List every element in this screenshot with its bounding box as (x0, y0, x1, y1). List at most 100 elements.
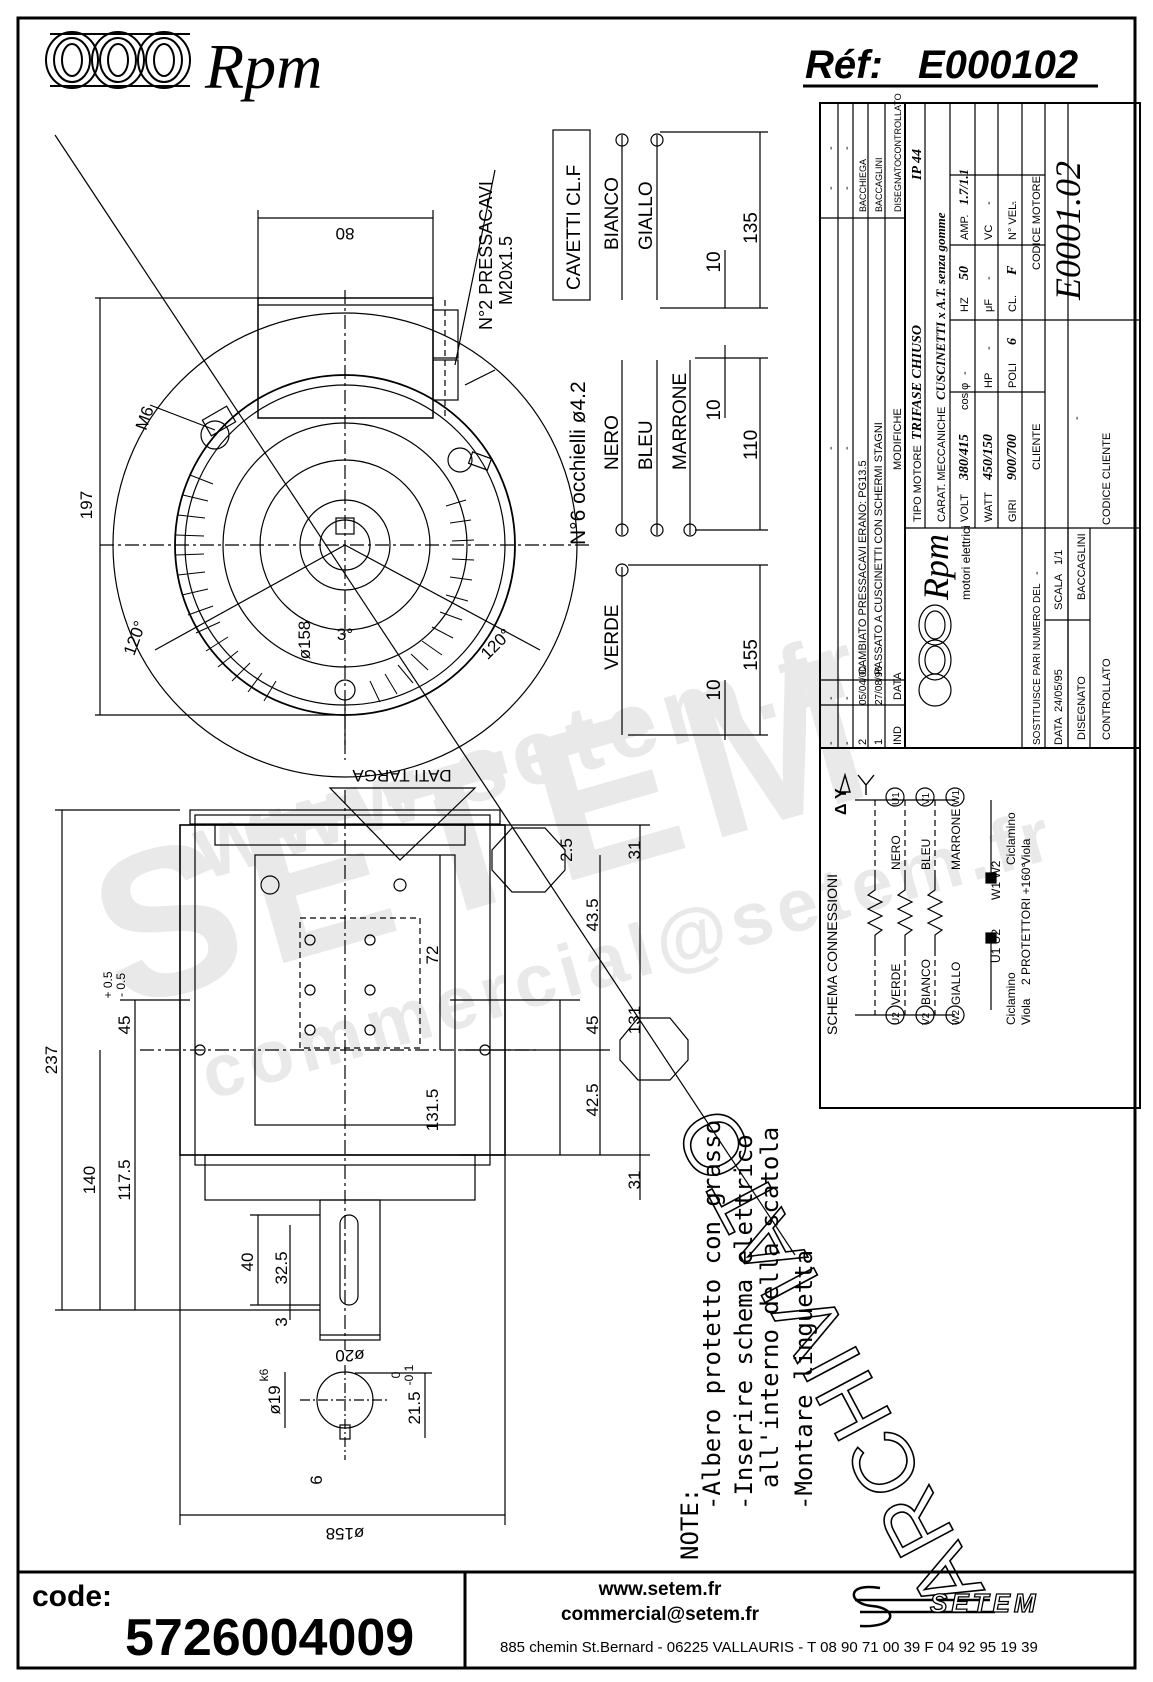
codice-motore-value: E0001.02 (1048, 161, 1088, 301)
rev-row-1-data: - (841, 696, 853, 700)
terminal-v2-icon (915, 1005, 935, 1025)
coil-logo-icon (45, 31, 191, 89)
dim-120-left: 120° (120, 618, 150, 658)
rpm-logo: Rpm (45, 31, 322, 102)
rev-row-1-text: - (841, 446, 853, 450)
dim-21-5-tol-0: 0 (389, 1371, 403, 1378)
vc-label: VC (983, 225, 995, 240)
dim-19-tol: k6 (257, 1368, 271, 1381)
connection-schema-text: SCHEMA CONNESSIONI Δ Y VERDE BIANCO GIAL… (824, 788, 1033, 1035)
schema-right-label-2: BLEU (919, 839, 933, 870)
schema-left-label-2: BIANCO (919, 959, 933, 1005)
rev-row-1-ind: - (841, 741, 853, 745)
footer-address: 885 chemin St.Bernard - 06225 VALLAURIS … (500, 1639, 1038, 1656)
uf-label: μF (983, 299, 995, 312)
dim-19: ø19 (265, 1385, 284, 1414)
schema-viola-left: Viola (1019, 998, 1033, 1025)
dim-31-b: 31 (625, 1171, 644, 1190)
dim-31-a: 31 (625, 841, 644, 860)
coil-bleu-icon (896, 875, 914, 950)
note-line-2: -Inserire schema elettrico (730, 1134, 758, 1510)
sheet-border (16, 16, 1137, 1670)
dim-10-b: 10 (704, 399, 725, 420)
label-bleu: BLEU (636, 420, 657, 470)
giri-value: 900/700 (1005, 434, 1020, 480)
hz-value: 50 (957, 266, 972, 280)
codice-cliente-label: CODICE CLIENTE (1101, 433, 1113, 525)
ip-value: IP 44 (910, 149, 925, 181)
sostituisce-label: SOSTITUISCE PARI NUMERO DEL (1032, 583, 1043, 745)
dim-135: 135 (741, 212, 762, 244)
rev-row-3-data: 27/08/96 (874, 666, 885, 705)
dim-10-a: 10 (704, 251, 725, 272)
dim-45-tol-plus: + 0.5 (101, 971, 115, 998)
schema-ciclamino-right: Ciclamino (1004, 812, 1018, 865)
label-marrone: MARRONE (670, 373, 691, 470)
cliente-value: - (1071, 416, 1083, 420)
watt-value: 450/150 (981, 434, 996, 481)
setem-logo-icon (852, 1585, 995, 1628)
schema-title: SCHEMA CONNESSIONI (824, 874, 840, 1035)
dim-45-tol-minus: - 0.5 (114, 973, 128, 997)
rev-row-2-ind: 2 (857, 739, 869, 745)
dim-21-5-tol-1: -0.1 (402, 1364, 416, 1385)
title-block-text: IND DATA MODIFICHE DISEGNATO CONTROLLATO… (825, 93, 1113, 745)
rev-row-3-text: PASSATO A CUSCINETTI CON SCHERMI STAGNI (873, 422, 885, 675)
schema-term-v2: V2 (921, 1012, 932, 1025)
dim-45: 45 (115, 1016, 134, 1035)
notes: NOTE: -Albero protetto con grasso -Inser… (676, 1120, 818, 1560)
dim-237: 237 (42, 1046, 61, 1074)
scala-value: 1/1 (1053, 550, 1065, 565)
note-line-4: -Montare linguetta (790, 1250, 818, 1510)
dim-110: 110 (741, 430, 762, 460)
schema-u1u2: U1 U2 (989, 929, 1003, 963)
code-value: 5726004009 (125, 1609, 414, 1667)
label-verde: VERDE (602, 605, 623, 670)
title-block-logo-text: Rpm (916, 534, 956, 601)
schema-left-label-1: VERDE (889, 964, 903, 1005)
hp-label: HP (983, 373, 995, 388)
dim-45-b: 45 (583, 1016, 602, 1035)
title-block-logo-sub: motori elettrici (959, 525, 973, 600)
amp-value: 1.7/1.1 (956, 169, 971, 205)
dim-2-5: 2.5 (557, 838, 576, 862)
label-bianco: BIANCO (602, 177, 623, 250)
nvel-value: - (1007, 201, 1019, 205)
dim-3deg: 3° (337, 625, 353, 644)
dim-43-5: 43.5 (583, 898, 602, 931)
terminal-u1-icon (885, 787, 905, 807)
terminal-w1-icon (945, 787, 965, 807)
carat-value: CUSCINETTI x A.T. senza gomme (933, 212, 948, 400)
disegnato-value: BACCAGLINI (1076, 533, 1088, 600)
dim-72: 72 (423, 946, 442, 965)
cavetti-label: CAVETTI CL.F (564, 165, 585, 290)
note-line-1: -Albero protetto con grasso (698, 1120, 726, 1510)
schema-right-label-3: MARRONE (949, 809, 963, 870)
rpm-brand: Rpm (204, 31, 322, 102)
dim-20: ø20 (335, 1346, 364, 1365)
connection-schema (819, 747, 1141, 1109)
terminal-u2-icon (885, 1005, 905, 1025)
poli-label: POLI (1007, 363, 1019, 388)
rev-row-1-controllato: - (841, 146, 853, 150)
rev-header-data: DATA (892, 672, 904, 700)
note-line-3: all'interno della scatola (756, 1127, 784, 1488)
schema-term-u2: U2 (891, 1012, 902, 1025)
dim-158-b: ø158 (326, 1524, 365, 1543)
schema-term-w1: W1 (951, 790, 962, 805)
controllato-label: CONTROLLATO (1101, 658, 1113, 740)
rev-header-text: MODIFICHE (892, 408, 904, 470)
rev-row-2-disegnato: BACCHIEGA (858, 159, 868, 212)
schema-left-label-3: GIALLO (949, 962, 963, 1005)
dati-targa-label: DATI TARGA (352, 766, 452, 785)
cos-label: cos φ (959, 383, 971, 410)
schema-w1w2: W1 W2 (989, 860, 1003, 900)
disegnato-label: DISEGNATO (1076, 676, 1088, 740)
dim-6: 6 (307, 1475, 326, 1484)
schema-term-u1: U1 (891, 792, 902, 805)
ref-value: E000102 (918, 43, 1078, 87)
rev-header-disegnato: DISEGNATO (893, 160, 903, 212)
carat-label: CARAT. MECCANICHE (936, 407, 948, 522)
dim-42-5: 42.5 (583, 1083, 602, 1116)
